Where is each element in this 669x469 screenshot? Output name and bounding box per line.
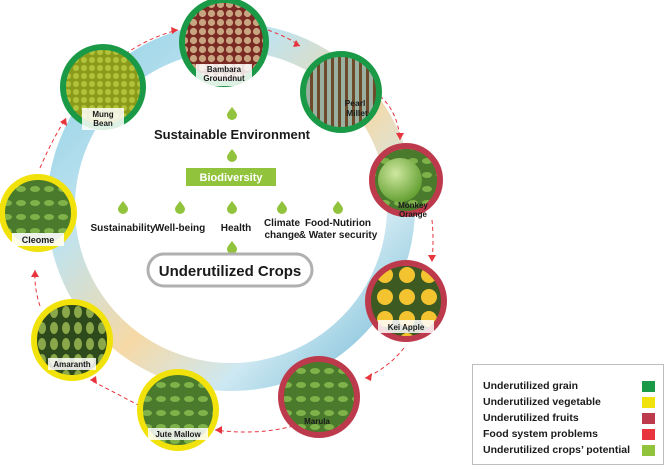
legend: Underutilized grain Underutilized vegeta… (472, 364, 664, 465)
legend-item: Food system problems (483, 428, 659, 442)
pillar-climate: Climate (264, 218, 301, 229)
crop-bambara-groundnut: Bambara Groundnut (179, 0, 269, 87)
biodiversity-label: Biodiversity (200, 172, 264, 184)
potential-drop-icon (333, 201, 343, 214)
crop-label: Jute Mallow (155, 430, 201, 439)
crop-label: Kei Apple (388, 323, 425, 332)
legend-swatch (642, 397, 655, 408)
pillar-sustainability: Sustainability (90, 223, 155, 234)
legend-label: Underutilized crops’ potential (483, 444, 631, 456)
crop-cleome: Cleome (0, 174, 77, 252)
crop-label: Mung (92, 110, 113, 119)
crop-label: Orange (399, 210, 428, 219)
crop-jute-mallow: Jute Mallow (137, 369, 219, 451)
legend-swatch (642, 381, 655, 392)
pillar-well-being: Well-being (155, 223, 205, 234)
underutilized-crops-title: Underutilized Crops (159, 263, 302, 280)
crop-amaranth: Amaranth (31, 299, 113, 381)
legend-swatch (642, 445, 655, 456)
potential-drop-icon (227, 149, 237, 162)
legend-label: Underutilized vegetable (483, 396, 601, 408)
crop-mung-bean: Mung Bean (60, 44, 146, 130)
arrow-heads (31, 27, 436, 434)
crop-kei-apple: Kei Apple (365, 260, 447, 342)
crop-label: Pearl (345, 98, 366, 108)
potential-drop-icons (118, 107, 343, 254)
underutilized-crops-pill (146, 252, 314, 288)
potential-drop-icon (277, 201, 287, 214)
crop-label: Groundnut (203, 74, 245, 83)
crop-label: Monkey (398, 201, 428, 210)
legend-item: Underutilized crops’ potential (483, 444, 659, 458)
potential-drop-icon (227, 107, 237, 120)
potential-drop-icon (227, 241, 237, 254)
crop-label: Bambara (207, 65, 242, 74)
potential-drop-icon (118, 201, 128, 214)
pillar-food-nutrition-line2: & Water security (299, 230, 378, 241)
pillar-climate-line2: change (264, 230, 299, 241)
potential-drop-icon (227, 201, 237, 214)
pillar-food-nutrition: Food-Nutirion (305, 218, 371, 229)
legend-item: Underutilized fruits (483, 412, 659, 426)
crop-pearl-millet: Pearl Millet (300, 51, 382, 133)
crop-label: Millet (346, 108, 368, 118)
legend-label: Underutilized fruits (483, 412, 579, 424)
legend-swatch (642, 413, 655, 424)
legend-swatch (642, 429, 655, 440)
crop-label: Marula (304, 417, 330, 426)
legend-item: Underutilized grain (483, 380, 659, 394)
legend-label: Underutilized grain (483, 380, 579, 392)
sustainable-environment-title: Sustainable Environment (154, 127, 311, 142)
crop-label: Bean (93, 119, 113, 128)
biodiversity-box (186, 168, 276, 186)
legend-label: Food system problems (483, 428, 598, 440)
pillar-health: Health (221, 223, 252, 234)
crop-marula: Marula (278, 356, 360, 438)
crop-monkey-orange: Monkey Orange (369, 143, 443, 219)
legend-item: Underutilized vegetable (483, 396, 659, 410)
potential-drop-icon (175, 201, 185, 214)
crop-label: Amaranth (53, 360, 90, 369)
crop-label: Cleome (22, 235, 55, 245)
